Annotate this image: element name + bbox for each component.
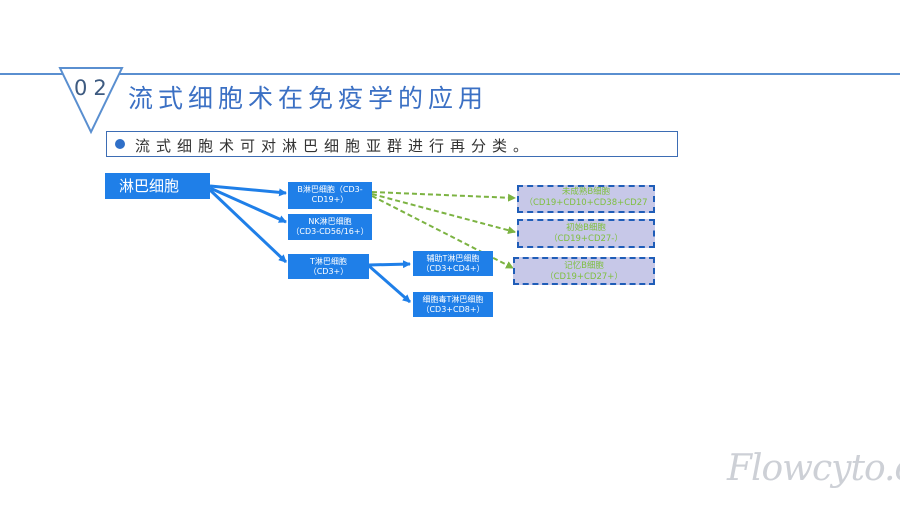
- arrow-root-to-t: [208, 188, 288, 264]
- arrow-root-to-nk: [209, 186, 287, 224]
- node-immature-line1: 未成熟B细胞: [561, 187, 611, 197]
- section-number: 02: [74, 76, 113, 100]
- header-rule: [0, 73, 900, 75]
- bullet-text: 流式细胞术可对淋巴细胞亚群进行再分类。: [135, 137, 535, 155]
- node-immature-line2: （CD19+CD10+CD38+CD27: [524, 198, 648, 209]
- node-b-line2: CD19+）: [311, 195, 349, 204]
- node-cytotoxic-line2: （CD3+CD8+）: [421, 305, 485, 314]
- node-immature-b: 未成熟B细胞 （CD19+CD10+CD38+CD27: [517, 185, 655, 213]
- node-t-line2: （CD3+）: [308, 267, 349, 276]
- node-t-line1: T淋巴细胞: [310, 257, 347, 266]
- node-naive-line1: 初始B细胞: [566, 223, 606, 233]
- node-cytotoxic-t: 细胞毒T淋巴细胞 （CD3+CD8+）: [413, 292, 493, 317]
- arrow-t-to-cytotoxic: [368, 264, 411, 304]
- node-memory-line2: （CD19+CD27+）: [545, 272, 623, 283]
- node-nk-line1: NK淋巴细胞: [308, 217, 352, 226]
- node-lymphocyte: 淋巴细胞: [105, 173, 210, 199]
- node-helper-t: 辅助T淋巴细胞 （CD3+CD4+）: [413, 251, 493, 276]
- node-b-line1: B淋巴细胞（CD3-: [297, 185, 363, 194]
- watermark-logo: Flowcyto.cn: [727, 448, 900, 489]
- node-memory-b: 记忆B细胞 （CD19+CD27+）: [513, 257, 655, 285]
- node-memory-line1: 记忆B细胞: [564, 261, 604, 271]
- node-naive-b: 初始B细胞 （CD19+CD27-）: [517, 219, 655, 248]
- node-nk-line2: （CD3-CD56/16+）: [291, 227, 369, 236]
- section-triangle-icon: [58, 67, 124, 135]
- arrow-b-to-immature: [371, 191, 516, 202]
- node-cytotoxic-line1: 细胞毒T淋巴细胞: [422, 295, 484, 304]
- bullet-box: 流式细胞术可对淋巴细胞亚群进行再分类。: [106, 131, 678, 157]
- node-b-lymphocyte: B淋巴细胞（CD3- CD19+）: [288, 182, 372, 209]
- node-helper-line2: （CD3+CD4+）: [421, 264, 485, 273]
- arrow-b-to-naive: [371, 193, 516, 235]
- bullet-dot-icon: [115, 139, 125, 149]
- slide-title: 流式细胞术在免疫学的应用: [128, 84, 489, 113]
- node-nk-lymphocyte: NK淋巴细胞 （CD3-CD56/16+）: [288, 214, 372, 240]
- arrow-root-to-b: [209, 184, 287, 197]
- node-naive-line2: （CD19+CD27-）: [549, 234, 623, 245]
- node-helper-line1: 辅助T淋巴细胞: [426, 254, 480, 263]
- node-t-lymphocyte: T淋巴细胞 （CD3+）: [288, 254, 369, 279]
- arrow-t-to-helper: [368, 260, 411, 269]
